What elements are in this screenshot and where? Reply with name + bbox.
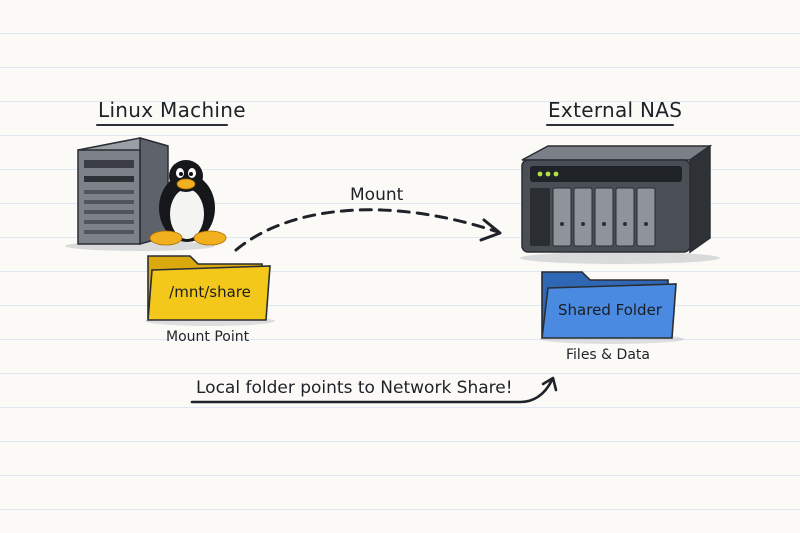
linux-penguin-icon (149, 160, 227, 246)
server-tower-icon (77, 137, 169, 245)
mount-point-caption: Mount Point (166, 329, 250, 345)
mount-link-label: Mount (350, 185, 404, 205)
nas-device-icon (521, 144, 713, 254)
files-data-caption: Files & Data (566, 347, 650, 363)
external-nas-title-underline (546, 124, 674, 126)
nas-shadow (520, 252, 720, 264)
shared-folder-label: Shared Folder (558, 301, 662, 319)
linux-machine-title-underline (96, 124, 228, 126)
mnt-share-folder-icon (145, 255, 275, 326)
curved-arrow-icon (190, 376, 558, 404)
shared-folder-icon (540, 271, 684, 344)
external-nas-title: External NAS (548, 98, 683, 122)
mnt-share-folder-label: /mnt/share (169, 283, 251, 301)
dashed-arrow-icon (234, 208, 502, 252)
footer-annotation: Local folder points to Network Share! (196, 378, 513, 398)
linux-machine-title: Linux Machine (98, 98, 246, 122)
